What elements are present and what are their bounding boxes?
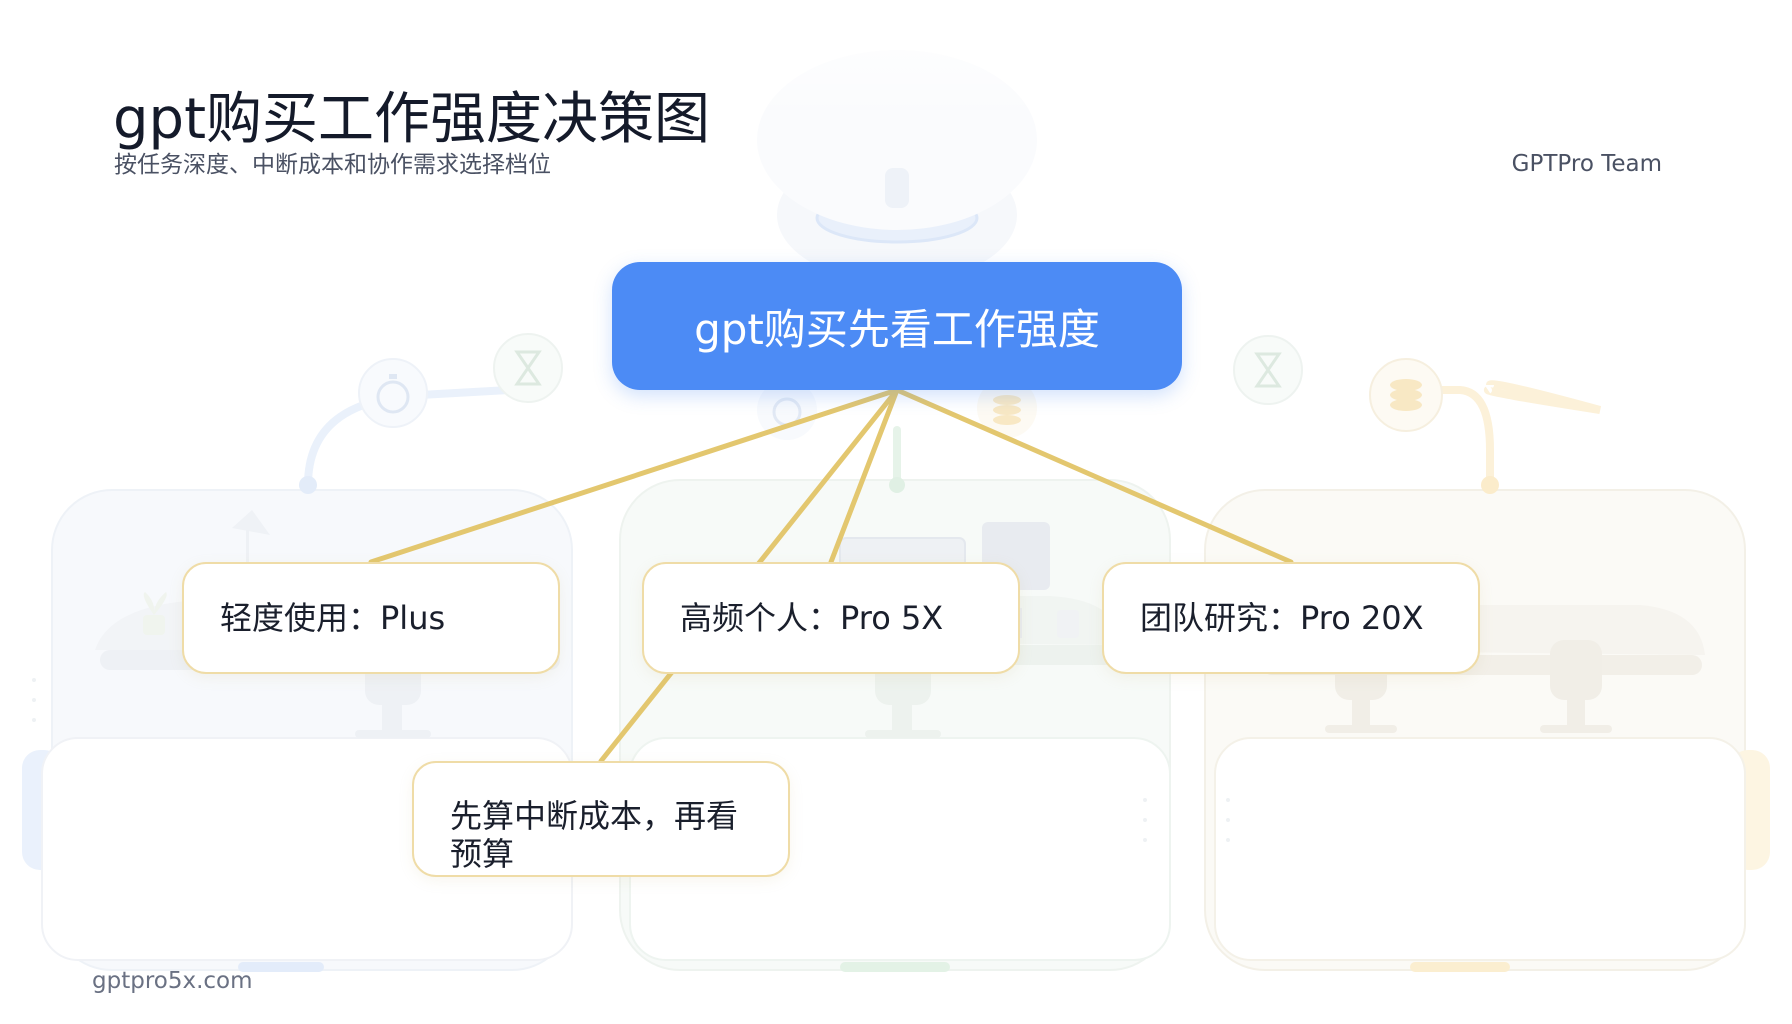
connector-plus	[368, 387, 900, 565]
team-label: GPTPro Team	[1511, 151, 1662, 177]
branch-node-plus: 轻度使用：Plus	[182, 562, 560, 674]
connector-pro20x	[894, 387, 1294, 565]
page-subtitle: 按任务深度、中断成本和协作需求选择档位	[114, 152, 551, 178]
connector-pro5x	[828, 387, 900, 565]
root-node: gpt购买先看工作强度	[612, 262, 1182, 390]
site-url: gptpro5x.com	[92, 968, 253, 994]
root-node-label: gpt购买先看工作强度	[694, 304, 1100, 354]
note-node-label: 先算中断成本，再看预算	[450, 797, 739, 873]
note-node: 先算中断成本，再看预算	[412, 761, 790, 877]
hourglass-icon	[1233, 335, 1303, 405]
hourglass-icon	[493, 333, 563, 403]
branch-node-pro-5x: 高频个人：Pro 5X	[642, 562, 1020, 674]
coin-stack-icon	[977, 378, 1037, 438]
page-title: gpt购买工作强度决策图	[113, 87, 711, 152]
branch-node-label: 团队研究：Pro 20X	[1140, 599, 1424, 637]
branch-node-label: 高频个人：Pro 5X	[680, 599, 944, 637]
branch-node-pro-20x: 团队研究：Pro 20X	[1102, 562, 1480, 674]
stopwatch-icon	[358, 358, 428, 428]
coin-stack-icon	[1369, 358, 1443, 432]
branch-node-label: 轻度使用：Plus	[220, 599, 446, 637]
